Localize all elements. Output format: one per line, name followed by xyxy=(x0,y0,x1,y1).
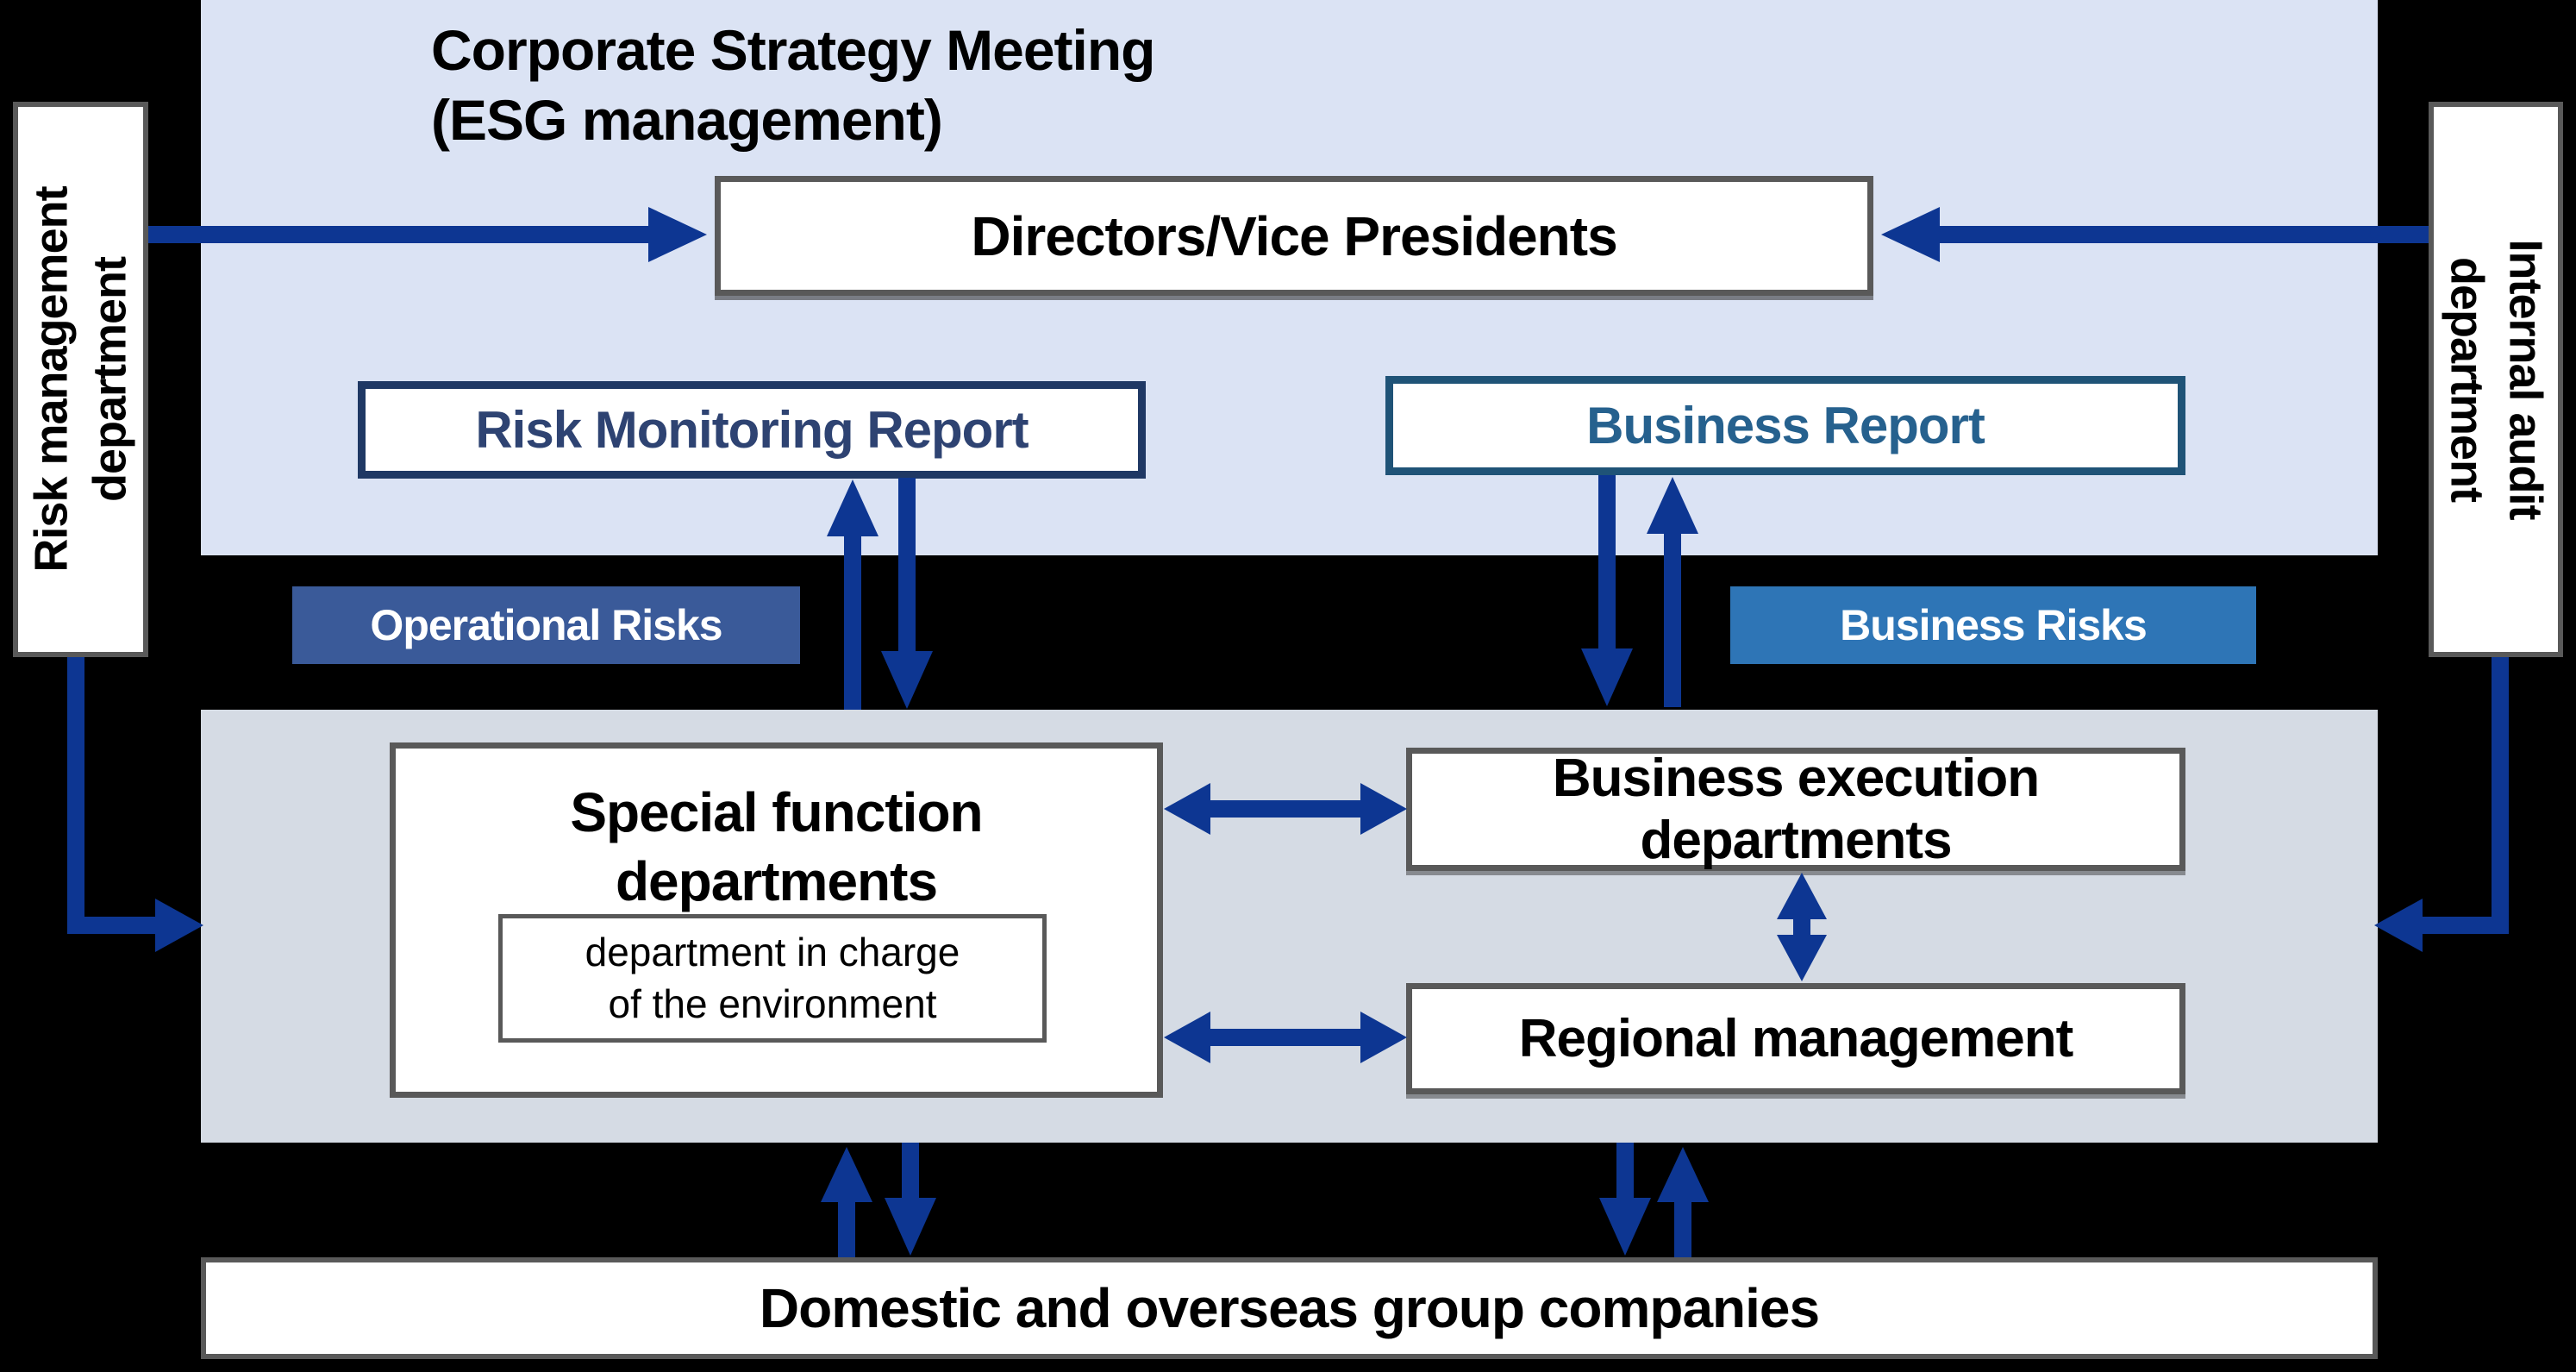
arrow-group-to-regional-up xyxy=(1657,1147,1709,1257)
special-function-label: Special function departments xyxy=(570,781,983,912)
internal-audit-department-box: Internal audit department xyxy=(2429,102,2563,657)
directors-vice-presidents-box: Directors/Vice Presidents xyxy=(715,176,1873,296)
arrow-regional-to-group-down xyxy=(1599,1143,1651,1256)
regional-management-box: Regional management xyxy=(1406,983,2185,1094)
operational-risks-label: Operational Risks xyxy=(370,601,722,649)
group-companies-box: Domestic and overseas group companies xyxy=(201,1257,2378,1359)
arrow-internal-audit-to-middle-elbow xyxy=(2374,657,2509,952)
arrow-special-to-group-down xyxy=(885,1143,936,1256)
directors-label: Directors/Vice Presidents xyxy=(971,204,1617,267)
business-report-box: Business Report xyxy=(1385,376,2185,475)
business-risks-label: Business Risks xyxy=(1840,601,2148,649)
panel-title: Corporate Strategy Meeting (ESG manageme… xyxy=(431,18,1155,152)
risk-management-department-label: Risk management department xyxy=(25,186,135,573)
arrow-group-to-special-up xyxy=(821,1147,872,1257)
risk-monitoring-report-box: Risk Monitoring Report xyxy=(358,381,1146,479)
special-function-departments-box: Special function departments department … xyxy=(390,742,1163,1098)
business-report-label: Business Report xyxy=(1586,397,1985,454)
group-companies-label: Domestic and overseas group companies xyxy=(759,1277,1820,1339)
business-execution-departments-box: Business execution departments xyxy=(1406,748,2185,871)
risk-monitoring-report-label: Risk Monitoring Report xyxy=(475,401,1029,459)
operational-risks-badge: Operational Risks xyxy=(292,586,800,664)
business-risks-badge: Business Risks xyxy=(1730,586,2256,664)
regional-management-label: Regional management xyxy=(1518,1009,2073,1068)
business-execution-label: Business execution departments xyxy=(1552,749,2040,870)
risk-management-department-box: Risk management department xyxy=(13,102,148,657)
environment-department-label: department in charge of the environment xyxy=(585,929,960,1026)
environment-department-box: department in charge of the environment xyxy=(498,914,1047,1043)
arrow-risk-management-to-middle-elbow xyxy=(67,657,203,952)
internal-audit-department-label: Internal audit department xyxy=(2442,239,2552,520)
